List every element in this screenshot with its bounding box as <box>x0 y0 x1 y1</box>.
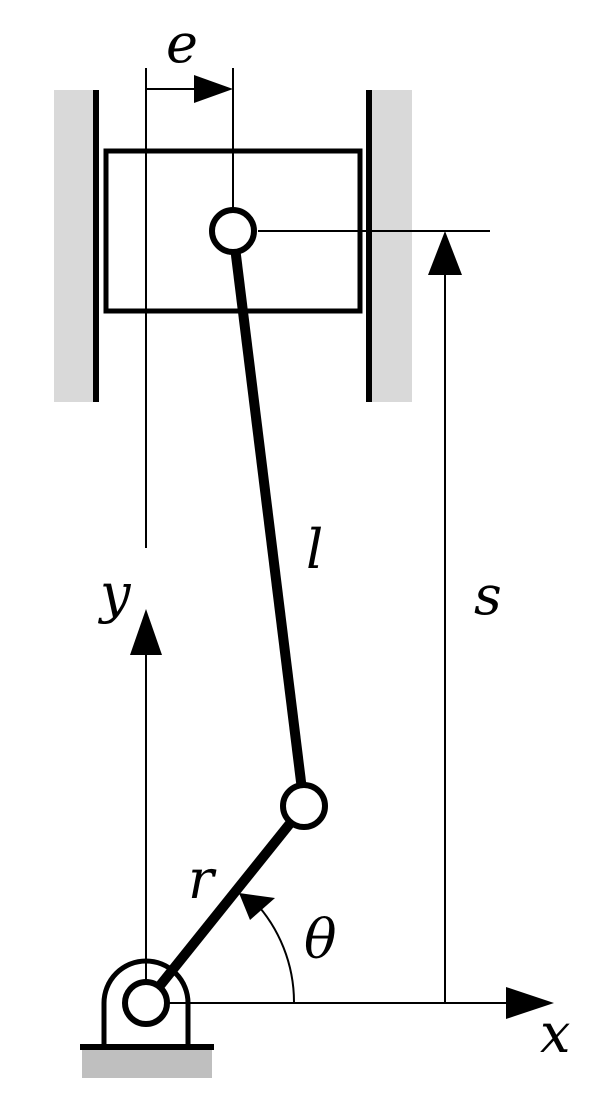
theta-angle-arc <box>252 899 296 1004</box>
label-theta: θ <box>304 908 337 971</box>
pin-support <box>101 958 191 1045</box>
ground-base <box>82 1048 212 1078</box>
label-y: y <box>98 562 132 625</box>
connecting-rod <box>228 230 309 807</box>
slider-pin-joint <box>209 207 257 255</box>
y-axis-arrowhead <box>130 609 162 655</box>
displacement-s-arrowhead <box>428 231 462 275</box>
crank-pivot-joint <box>122 979 170 1027</box>
theta-arc-arrowhead <box>239 893 275 920</box>
crank-link <box>142 802 308 1007</box>
right-guide-wall <box>370 90 412 402</box>
offset-e-arrowhead <box>194 75 233 103</box>
label-s: s <box>474 564 502 627</box>
label-x: x <box>540 1002 570 1065</box>
x-axis-arrowhead <box>506 987 554 1019</box>
crank-rod-joint <box>280 782 328 830</box>
label-e: e <box>166 12 198 75</box>
label-l: l <box>306 518 323 581</box>
left-guide-wall <box>54 90 96 402</box>
label-r: r <box>188 848 217 911</box>
